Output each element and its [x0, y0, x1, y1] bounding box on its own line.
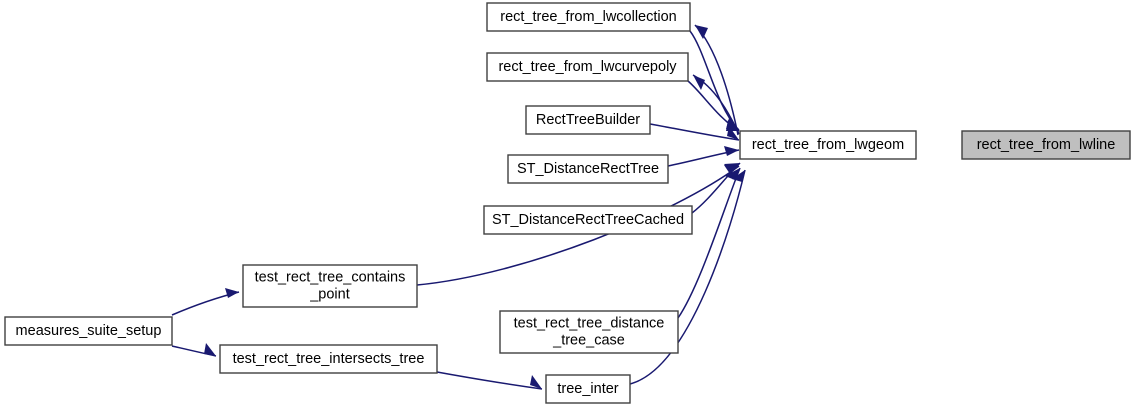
edge-tree_inter-to-rect_tree_from_lwgeom — [629, 169, 746, 385]
edge-line — [649, 123, 740, 141]
node-label: rect_tree_from_lwline — [977, 137, 1116, 153]
node-box[interactable] — [483, 205, 693, 235]
node-label: test_rect_tree_intersects_tree — [233, 351, 425, 367]
node-label: test_rect_tree_distance — [514, 315, 665, 331]
node-rect_tree_from_lwgeom[interactable]: rect_tree_from_lwgeom — [739, 130, 917, 160]
node-label: measures_suite_setup — [16, 323, 162, 339]
edge-measures_suite_setup-to-test_rect_tree_intersects_tree — [171, 343, 217, 357]
arrowhead-icon — [724, 146, 739, 156]
arrowhead-icon — [204, 343, 216, 356]
edges-layer — [171, 24, 746, 390]
node-rect_tree_from_lwline[interactable]: rect_tree_from_lwline — [961, 130, 1131, 160]
arrowhead-icon — [724, 165, 739, 174]
edge-ST_DistanceRectTree-to-rect_tree_from_lwgeom — [667, 146, 740, 167]
node-box[interactable] — [545, 374, 631, 404]
node-ST_DistanceRectTreeCached[interactable]: ST_DistanceRectTreeCached — [483, 205, 693, 235]
node-label: tree_inter — [557, 381, 618, 397]
nodes-layer: rect_tree_from_lwcollection rect_tree_fro… — [4, 2, 1131, 404]
node-rect_tree_from_lwcurvepoly[interactable]: rect_tree_from_lwcurvepoly — [486, 52, 689, 82]
node-box[interactable] — [219, 344, 438, 374]
node-test_rect_tree_contains_point[interactable]: test_rect_tree_contains_point — [242, 264, 418, 308]
node-box[interactable] — [242, 264, 418, 308]
node-box[interactable] — [525, 105, 651, 135]
node-rect_tree_from_lwcollection[interactable]: rect_tree_from_lwcollection — [486, 2, 691, 32]
node-test_rect_tree_distance_tree_case[interactable]: test_rect_tree_distance_tree_case — [499, 310, 679, 354]
edge-test_rect_tree_distance_tree_case-to-rect_tree_from_lwgeom — [677, 167, 741, 319]
node-box[interactable] — [486, 52, 689, 82]
node-label: ST_DistanceRectTreeCached — [492, 212, 684, 228]
node-box[interactable] — [486, 2, 691, 32]
node-test_rect_tree_intersects_tree[interactable]: test_rect_tree_intersects_tree — [219, 344, 438, 374]
edge-test_rect_tree_intersects_tree-to-tree_inter — [436, 371, 543, 390]
node-RectTreeBuilder[interactable]: RectTreeBuilder — [525, 105, 651, 135]
node-label: test_rect_tree_contains — [255, 269, 406, 285]
node-box[interactable] — [4, 316, 173, 346]
edge-test_rect_tree_contains_point-to-rect_tree_from_lwgeom — [416, 165, 740, 286]
node-box[interactable] — [961, 130, 1131, 160]
arrowhead-icon — [225, 288, 239, 298]
node-ST_DistanceRectTree[interactable]: ST_DistanceRectTree — [507, 154, 669, 184]
node-label: ST_DistanceRectTree — [517, 161, 659, 177]
node-box[interactable] — [739, 130, 917, 160]
node-label: _point — [309, 286, 350, 302]
edge-line — [436, 371, 543, 390]
node-box[interactable] — [499, 310, 679, 354]
edge-line — [416, 165, 740, 286]
edge-RectTreeBuilder-to-rect_tree_from_lwgeom — [649, 123, 740, 141]
node-label: _tree_case — [552, 332, 625, 348]
arrowhead-icon — [693, 75, 705, 90]
node-label: RectTreeBuilder — [536, 112, 640, 128]
edge-rect_tree_from_lwgeom-to-rect_tree_from_lwcollection — [694, 24, 739, 136]
edge-line — [629, 169, 746, 385]
arrowhead-icon — [695, 25, 708, 39]
node-label: rect_tree_from_lwcollection — [500, 9, 677, 25]
node-measures_suite_setup[interactable]: measures_suite_setup — [4, 316, 173, 346]
node-label: rect_tree_from_lwcurvepoly — [498, 59, 677, 75]
node-label: rect_tree_from_lwgeom — [752, 137, 904, 153]
node-tree_inter[interactable]: tree_inter — [545, 374, 631, 404]
edge-line — [677, 167, 741, 319]
arrowhead-icon — [530, 375, 542, 389]
edge-measures_suite_setup-to-test_rect_tree_contains_point — [171, 288, 240, 316]
arrowhead-icon — [727, 126, 739, 140]
node-box[interactable] — [507, 154, 669, 184]
arrowhead-icon — [732, 170, 745, 182]
